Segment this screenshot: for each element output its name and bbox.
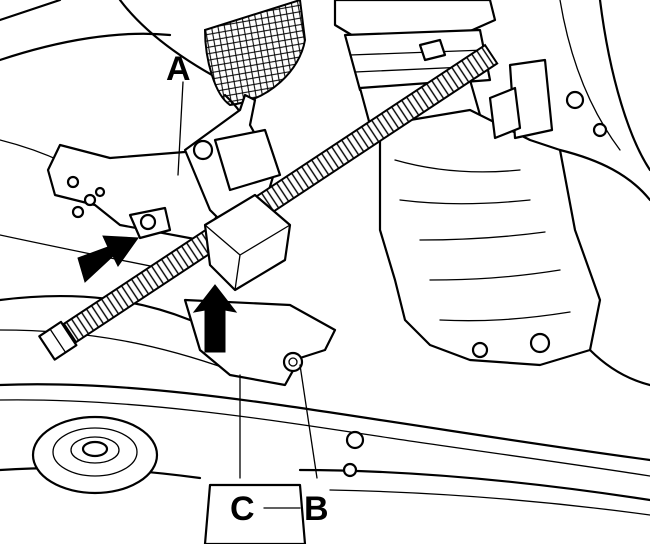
callout-c: C — [230, 490, 255, 528]
callout-b: B — [304, 490, 329, 528]
arrow-up — [192, 284, 238, 353]
gearbox-housing — [378, 90, 650, 387]
direction-arrows — [77, 235, 238, 353]
round-mount — [31, 415, 159, 495]
threaded-spindle — [38, 43, 499, 361]
bracket-a — [46, 143, 227, 242]
callout-a: A — [166, 50, 191, 88]
lower-tab — [203, 483, 307, 544]
leader-lines — [177, 81, 318, 479]
flange-plate — [488, 58, 554, 140]
mesh-boot — [203, 0, 307, 142]
spindle-hex-nut — [203, 193, 292, 292]
arrow-left — [77, 235, 139, 283]
